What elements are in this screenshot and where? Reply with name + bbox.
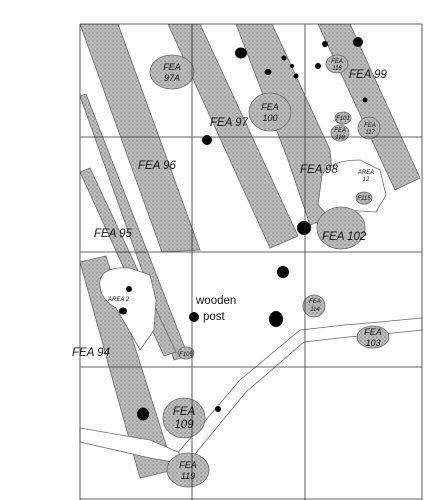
pit-fea-117 xyxy=(357,116,381,140)
pit-fea-109 xyxy=(162,397,206,439)
label-f115: F115 xyxy=(357,196,371,202)
post-hole xyxy=(277,266,289,278)
label-fea-117-line1: FEA xyxy=(364,123,376,129)
pit-f105 xyxy=(177,346,195,360)
label-fea-97a-line1: FEA xyxy=(163,62,181,72)
label-fea-97: FEA 97 xyxy=(210,117,249,129)
label-fea-118-line1: FEA xyxy=(334,128,346,134)
pit-f101 xyxy=(334,111,352,125)
label-fea-102: FEA 102 xyxy=(322,231,367,243)
label-fea-109-line2: 109 xyxy=(174,419,194,431)
label-f101: F101 xyxy=(336,116,350,122)
post-hole xyxy=(137,407,149,421)
post-hole xyxy=(215,406,221,412)
label-fea-117-line2: 117 xyxy=(365,130,375,136)
linear-features xyxy=(79,159,423,466)
pit-fea-114 xyxy=(302,294,326,318)
label-fea-100-line1: FEA xyxy=(261,102,279,112)
label-area-12-line1: AREA xyxy=(357,170,374,176)
label-fea-97a-line2: 97A xyxy=(164,73,180,83)
post-hole xyxy=(362,97,368,103)
post-hole xyxy=(290,64,294,68)
area-2-outline xyxy=(99,267,157,351)
label-fea-103-line2: 103 xyxy=(365,338,380,348)
post-hole xyxy=(281,55,287,61)
label-fea-95: FEA 95 xyxy=(94,228,133,240)
label-fea-100-line2: 100 xyxy=(262,113,277,123)
pit-fea-116 xyxy=(325,54,349,74)
label-fea-103-line1: FEA xyxy=(364,327,382,337)
post-holes xyxy=(119,37,368,421)
label-fea-94: FEA 94 xyxy=(72,347,110,359)
label-area-12-line2: 12 xyxy=(363,177,370,183)
label-fea-96: FEA 96 xyxy=(138,160,177,172)
pit-fea-97a xyxy=(149,54,195,90)
post-hole xyxy=(235,47,247,59)
pit-fea-103 xyxy=(356,325,390,349)
excavation-grid xyxy=(79,23,423,500)
post-hole xyxy=(353,37,363,47)
label-fea-114-line2: 114 xyxy=(310,307,320,313)
label-area-2: AREA 2 xyxy=(107,297,130,303)
label-post: post xyxy=(203,311,226,323)
label-fea-119-line2: 119 xyxy=(181,471,195,481)
pit-f115 xyxy=(355,191,373,205)
label-fea-99: FEA 99 xyxy=(349,69,388,81)
pit-fea-119 xyxy=(166,452,210,488)
pit-features xyxy=(149,54,390,488)
post-hole xyxy=(297,221,311,235)
label-fea-116-line2: 116 xyxy=(332,66,342,72)
trench-fea-97 xyxy=(167,24,299,249)
label-fea-114-line1: FEA xyxy=(309,299,321,305)
post-hole xyxy=(119,307,127,315)
post-hole-wooden-post xyxy=(189,312,199,322)
label-f105: F105 xyxy=(179,352,193,358)
pit-fea-102 xyxy=(316,206,366,250)
post-hole xyxy=(126,286,132,292)
pit-fea-100 xyxy=(248,92,292,132)
label-wooden: wooden xyxy=(195,295,236,307)
feature-labels: FEA 97A FEA 97 FEA 100 FEA 116 FEA 99 F1… xyxy=(72,59,388,481)
trench-fea-97a xyxy=(80,24,201,253)
label-fea-109-line1: FEA xyxy=(173,406,196,418)
label-fea-116-line1: FEA xyxy=(331,59,343,65)
trench-features xyxy=(80,24,421,479)
post-hole xyxy=(322,41,328,47)
post-hole xyxy=(315,63,321,69)
label-fea-118-line2: 118 xyxy=(335,135,345,141)
post-hole xyxy=(293,73,299,79)
post-hole xyxy=(202,135,212,145)
post-hole xyxy=(269,311,283,327)
label-fea-98: FEA 98 xyxy=(300,164,339,176)
label-fea-119-line1: FEA xyxy=(179,460,197,470)
post-hole xyxy=(264,69,272,75)
